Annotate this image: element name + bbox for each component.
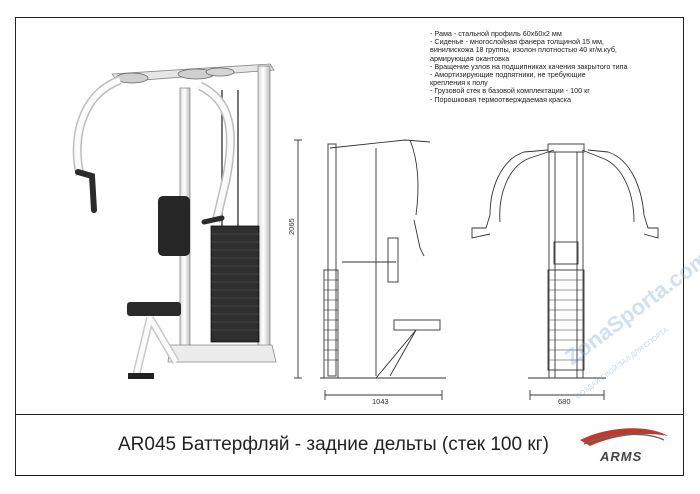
spec-list: - Рама - стальной профиль 60х60х2 мм - С… xyxy=(430,29,692,104)
drawing-frame xyxy=(15,17,684,476)
spec-line: - Сиденье - многослойная фанера толщиной… xyxy=(430,37,604,47)
dimension-side-width: 1043 xyxy=(372,397,389,406)
spec-line: винилискожа 18 группы, изолон плотностью… xyxy=(430,45,617,55)
caption-divider xyxy=(15,414,684,415)
arms-logo-text: ARMS xyxy=(600,449,643,464)
side-view-drawing xyxy=(294,139,446,400)
spec-line: - Амортизирующие подпятники, не требующи… xyxy=(430,70,586,80)
dimension-height: 2065 xyxy=(287,218,296,235)
spec-line: - Рама - стальной профиль 60х60х2 мм xyxy=(430,29,562,38)
spec-line: армирующая окантовка xyxy=(430,53,510,63)
front-view-drawing xyxy=(471,143,659,400)
product-caption: AR045 Баттерфляй - задние дельты (стек 1… xyxy=(118,434,549,455)
spec-line: - Грузовой стек в базовой комплектации -… xyxy=(430,86,590,96)
dimension-front-width: 680 xyxy=(558,397,571,406)
spec-line: - Вращение узлов на подшипниках качения … xyxy=(430,61,628,71)
arms-logo-mark xyxy=(580,428,668,446)
spec-line: - Порошковая термоотверждаемая краска xyxy=(430,94,572,104)
machine-render xyxy=(72,63,277,379)
spec-line: крепления к полу xyxy=(430,78,488,88)
